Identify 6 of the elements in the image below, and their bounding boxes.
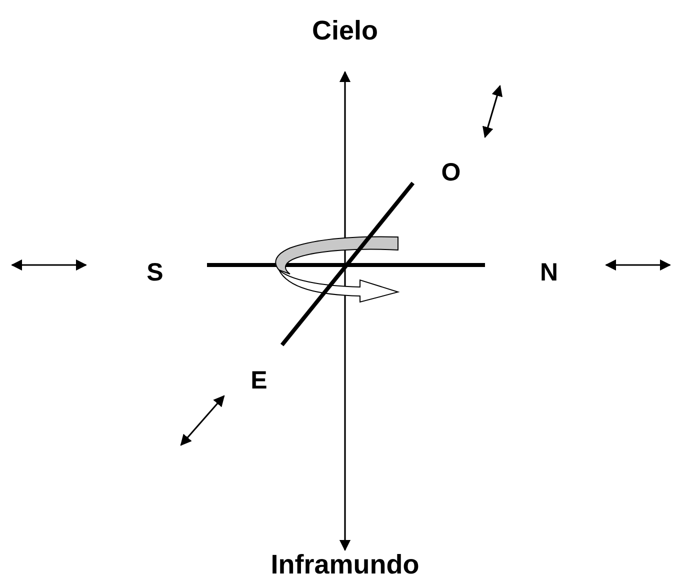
- direction-label: E: [250, 368, 268, 394]
- direction-label: S: [146, 260, 164, 286]
- direction-label: O: [441, 160, 461, 186]
- direction-label: N: [540, 260, 558, 286]
- heading-label: Cielo: [312, 18, 378, 44]
- heading-label: Inframundo: [270, 552, 420, 578]
